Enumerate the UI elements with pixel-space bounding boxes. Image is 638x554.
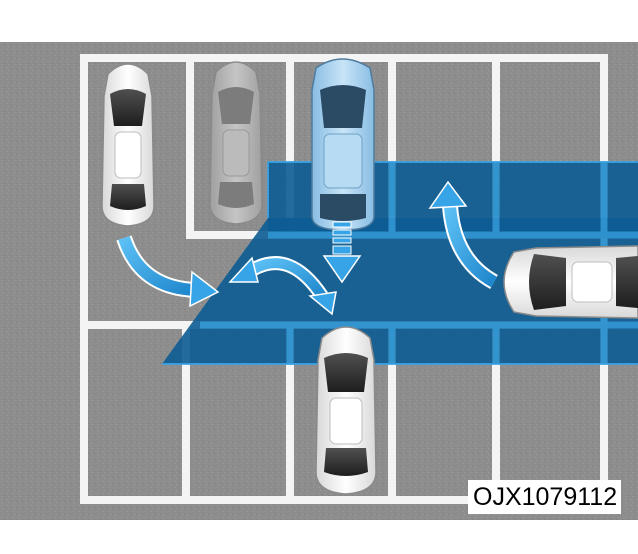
reverse-arrow-icon xyxy=(322,221,362,284)
parked-car-left xyxy=(101,63,155,227)
parked-car-bottom xyxy=(315,326,377,495)
parked-car-grey xyxy=(209,61,263,225)
reversing-car-blue xyxy=(311,58,375,231)
curved-arrow-left-icon xyxy=(116,235,220,308)
figure-code: OJX1079112 xyxy=(468,480,622,514)
curved-arrow-up-icon xyxy=(428,180,499,290)
curved-double-arrow-icon xyxy=(228,256,337,316)
crossing-car-right xyxy=(503,245,638,319)
